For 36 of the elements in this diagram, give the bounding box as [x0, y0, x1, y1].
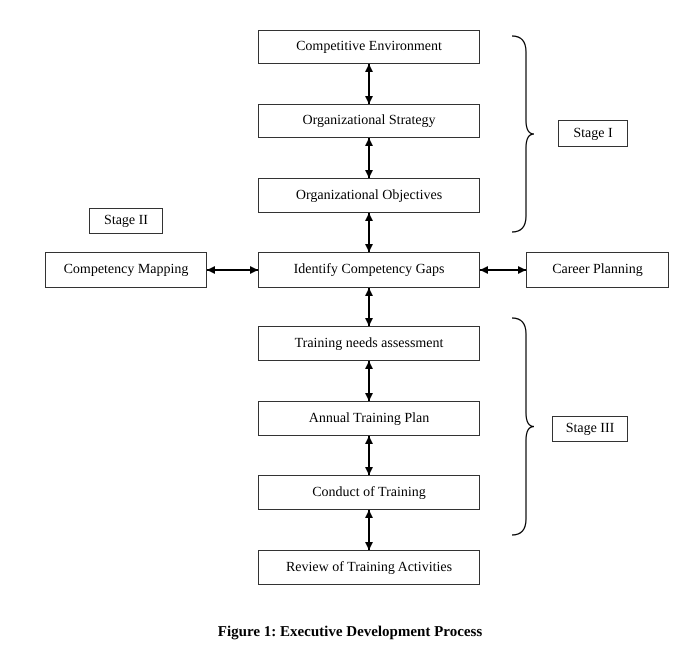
- box-label: Competency Mapping: [62, 262, 190, 278]
- process-box: [552, 416, 628, 442]
- process-box: [526, 252, 669, 288]
- box-label: Training needs assessment: [294, 336, 444, 352]
- double-arrow: [365, 288, 373, 326]
- box-label: Stage I: [572, 126, 614, 142]
- box-label: Annual Training Plan: [308, 410, 430, 426]
- double-arrow: [365, 213, 373, 252]
- process-box: [258, 30, 480, 64]
- double-arrow: [365, 64, 373, 104]
- box-label: Stage II: [103, 213, 149, 229]
- process-box: [258, 178, 480, 213]
- double-arrow: [480, 266, 526, 274]
- process-box: [258, 401, 480, 436]
- process-box: [258, 252, 480, 288]
- box-label: Conduct of Training: [311, 484, 427, 500]
- process-box: [258, 104, 480, 138]
- box-label: Identify Competency Gaps: [292, 262, 446, 278]
- double-arrow: [207, 266, 258, 274]
- box-label: Organizational Strategy: [301, 113, 437, 129]
- box-label: Competitive Environment: [295, 39, 443, 55]
- process-box: [258, 550, 480, 585]
- double-arrow: [365, 510, 373, 550]
- process-box: [558, 120, 628, 147]
- box-label: Organizational Objectives: [294, 188, 444, 204]
- double-arrow: [365, 436, 373, 475]
- double-arrow: [365, 138, 373, 178]
- process-box: [89, 208, 163, 234]
- box-label: Review of Training Activities: [284, 560, 454, 576]
- process-box: [258, 475, 480, 510]
- box-label: Career Planning: [551, 262, 644, 278]
- figure-caption: Figure 1: Executive Development Process: [218, 624, 482, 641]
- process-box: [258, 326, 480, 361]
- double-arrow: [365, 361, 373, 401]
- process-box: [45, 252, 207, 288]
- box-label: Stage III: [564, 421, 616, 437]
